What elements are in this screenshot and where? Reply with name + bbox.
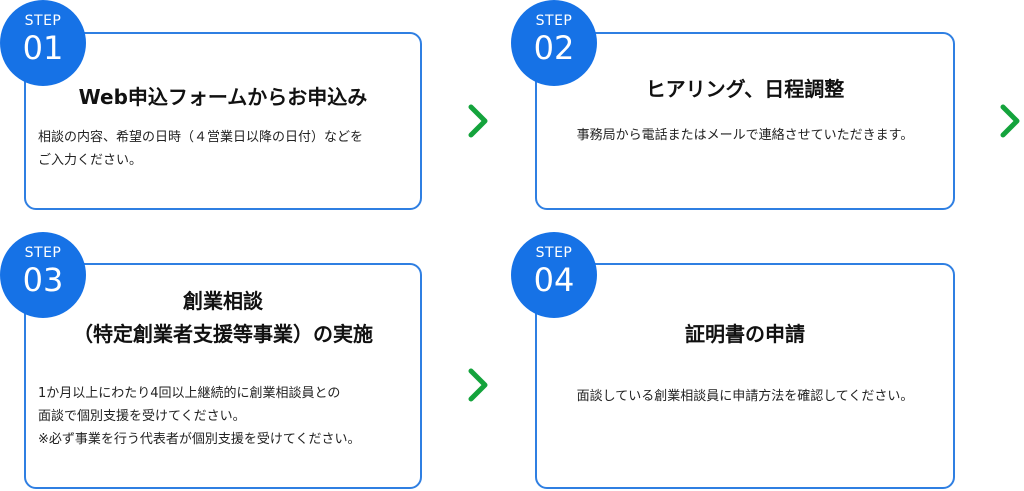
- step-label: STEP: [535, 13, 573, 29]
- step-label: STEP: [535, 245, 573, 261]
- description-line: 面談で個別支援を受けてください。: [38, 409, 246, 424]
- step-card-04: 証明書の申請 面談している創業相談員に申請方法を確認してください。: [535, 263, 955, 489]
- step-badge: STEP 01: [0, 0, 86, 86]
- description-line: ※必ず事業を行う代表者が個別支援を受けてください。: [38, 432, 361, 447]
- step-description: 1か月以上にわたり4回以上継続的に創業相談員との 面談で個別支援を受けてください…: [38, 382, 361, 451]
- description-line: 事務局から電話またはメールで連絡させていただきます。: [576, 128, 914, 143]
- step-title: 証明書の申請: [685, 322, 805, 346]
- description-line: 面談している創業相談員に申請方法を確認してください。: [576, 389, 914, 404]
- chevron-right-icon: [1000, 104, 1020, 138]
- step-label: STEP: [24, 245, 62, 261]
- step-description: 相談の内容、希望の日時（４営業日以降の日付）などを ご入力ください。: [38, 126, 363, 172]
- chevron-right-icon: [468, 368, 488, 402]
- description-line: 相談の内容、希望の日時（４営業日以降の日付）などを: [38, 130, 364, 145]
- step-card-03: 創業相談 （特定創業者支援等事業）の実施 1か月以上にわたり4回以上継続的に創業…: [24, 263, 422, 489]
- step-title: ヒアリング、日程調整: [645, 77, 845, 101]
- step-badge: STEP 03: [0, 232, 86, 318]
- description-line: ご入力ください。: [38, 153, 143, 168]
- step-number: 04: [533, 261, 575, 299]
- chevron-right-icon: [468, 104, 488, 138]
- step-label: STEP: [24, 13, 62, 29]
- step-description: 面談している創業相談員に申請方法を確認してください。: [537, 385, 953, 408]
- step-card-02: ヒアリング、日程調整 事務局から電話またはメールで連絡させていただきます。: [535, 32, 955, 210]
- step-title-line: 創業相談: [183, 289, 263, 313]
- step-title-line: （特定創業者支援等事業）の実施: [73, 322, 373, 346]
- step-title: Web申込フォームからお申込み: [78, 85, 368, 109]
- step-badge: STEP 02: [511, 0, 597, 86]
- step-number: 01: [22, 29, 64, 67]
- step-badge: STEP 04: [511, 232, 597, 318]
- description-line: 1か月以上にわたり4回以上継続的に創業相談員との: [38, 386, 341, 401]
- step-number: 03: [22, 261, 64, 299]
- step-description: 事務局から電話またはメールで連絡させていただきます。: [537, 124, 953, 147]
- step-card-01: Web申込フォームからお申込み 相談の内容、希望の日時（４営業日以降の日付）など…: [24, 32, 422, 210]
- step-title: 創業相談 （特定創業者支援等事業）の実施: [26, 285, 420, 351]
- step-number: 02: [533, 29, 575, 67]
